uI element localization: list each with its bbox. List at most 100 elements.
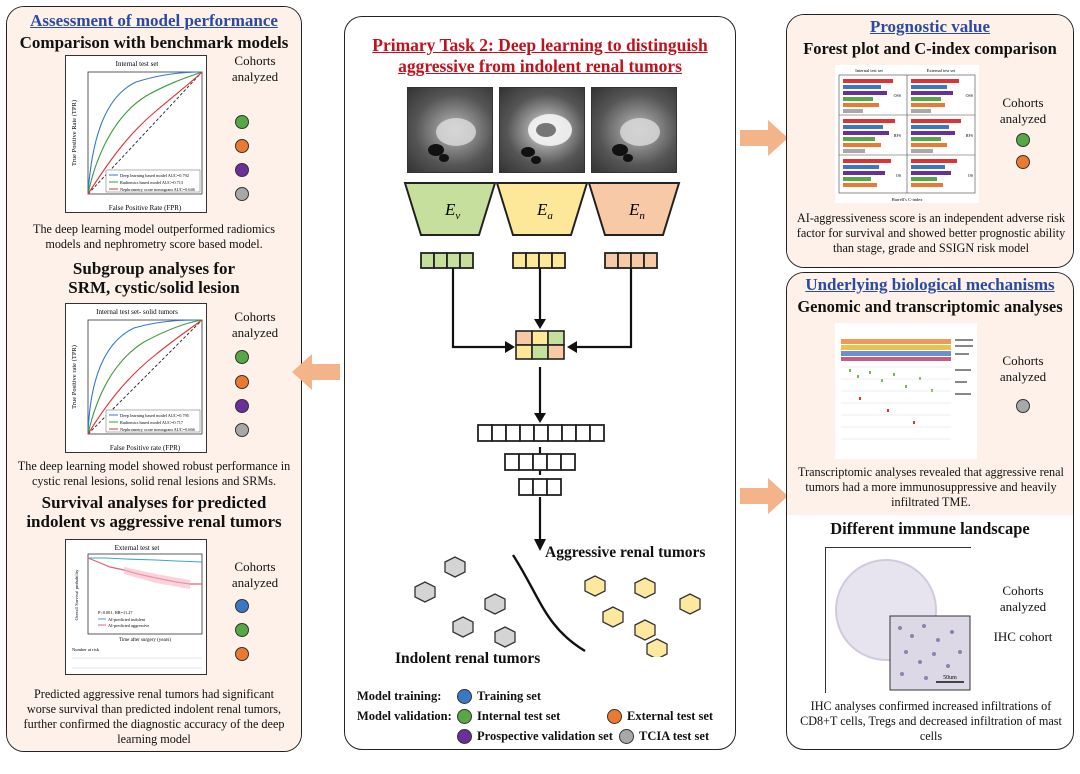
km-leg-1: AI-predicted indolent bbox=[108, 617, 146, 622]
roc2-curve-nephro bbox=[87, 319, 203, 435]
roc1-leg-2: Radiomics based model AUC=0.713 bbox=[120, 180, 183, 185]
roc1-leg-1: Deep learning based model AUC=0.792 bbox=[120, 173, 189, 178]
ct-image-nephrographic bbox=[591, 87, 677, 173]
roc1-curve-nephro bbox=[87, 71, 203, 195]
forest-label-os-r: OS bbox=[968, 173, 973, 178]
forest-label-oss-r: OSS bbox=[966, 93, 973, 98]
fusion-grid bbox=[515, 330, 565, 360]
ct-arterial-svg bbox=[521, 114, 572, 164]
sec1-dot-purple bbox=[235, 163, 249, 177]
km-title: External test set bbox=[115, 544, 160, 552]
roc1-xlabel: False Positive Rate (FPR) bbox=[109, 204, 182, 212]
roc2-ylabel: True Positive rate (TPR) bbox=[71, 345, 78, 409]
km-axes bbox=[87, 553, 203, 635]
forest-plot: Internal test set External test set bbox=[835, 65, 979, 203]
roc-svg-1: Internal test set Deep learning based mo… bbox=[71, 60, 203, 212]
legend-external-text: External test set bbox=[627, 709, 714, 723]
center-panel: Primary Task 2: Deep learning to disting… bbox=[344, 16, 736, 750]
forest-dot-green bbox=[1016, 133, 1030, 147]
right-top-panel: Prognostic value Forest plot and C-index… bbox=[786, 14, 1074, 268]
aggressive-label: Aggressive renal tumors bbox=[545, 544, 706, 561]
roc1-ylabel: True Positive Rate (TPR) bbox=[71, 100, 78, 166]
connector-arrowheads bbox=[505, 319, 577, 551]
ihc-inset bbox=[889, 615, 971, 691]
roc-chart-1: Internal test set Deep learning based mo… bbox=[65, 55, 207, 213]
legend-training-set: Training set bbox=[457, 689, 541, 704]
roc2-title: Internal test set- solid tumors bbox=[96, 308, 178, 316]
legend-dot-purple bbox=[457, 729, 472, 744]
oncoplot bbox=[835, 323, 977, 459]
indolent-hexagons bbox=[414, 556, 516, 648]
legend-prospective: Prospective validation set bbox=[457, 729, 613, 744]
legend-dot-orange bbox=[607, 709, 622, 724]
sec2-dot-gray bbox=[235, 423, 249, 437]
legend-tcia: TCIA test set bbox=[619, 729, 709, 744]
ct-venous-svg bbox=[428, 118, 476, 162]
encoder-n bbox=[587, 182, 681, 236]
oncoplot-svg bbox=[835, 323, 977, 459]
roc2-curve-radiomics bbox=[87, 319, 203, 435]
feature-vector-v bbox=[420, 252, 474, 269]
legend-prospective-text: Prospective validation set bbox=[477, 729, 613, 743]
forest-caption: AI-aggressiveness score is an independen… bbox=[796, 211, 1066, 255]
sec2-title: Subgroup analyses for SRM, cystic/solid … bbox=[68, 259, 240, 297]
ihc-svg: 50um bbox=[826, 548, 972, 694]
arrow-to-right-top bbox=[740, 120, 788, 156]
roc1-axes bbox=[87, 71, 203, 195]
onco-green-marks bbox=[849, 369, 933, 392]
sec1-dot-orange bbox=[235, 139, 249, 153]
dense-layer-1 bbox=[477, 424, 605, 442]
encoder-v bbox=[403, 182, 497, 236]
encoder-a bbox=[495, 182, 589, 236]
sec3-dot-green bbox=[235, 623, 249, 637]
roc2-curve-deep bbox=[87, 319, 203, 435]
ihc-cohorts-label: Cohorts analyzed bbox=[999, 583, 1047, 614]
onco-bar-1 bbox=[841, 339, 951, 344]
forest-header-external: External test set bbox=[927, 68, 956, 73]
km-xlabel: Time after surgery (years) bbox=[119, 638, 171, 643]
onco-bar-4 bbox=[841, 357, 951, 361]
roc1-title: Internal test set bbox=[116, 60, 159, 68]
encoder-v-label: Ev bbox=[444, 200, 460, 222]
roc2-leg-2: Radiomics based model AUC=0.717 bbox=[120, 420, 184, 425]
left-panel: Assessment of model performance Comparis… bbox=[6, 6, 302, 752]
classification-plot bbox=[414, 554, 701, 657]
km-leg-2: AI-predicted aggressive bbox=[108, 623, 149, 628]
sec1-cohorts-label: Cohorts analyzed bbox=[231, 53, 279, 84]
ihc-nuclei bbox=[898, 624, 962, 680]
sec1-dot-gray bbox=[235, 187, 249, 201]
sec2-dot-orange bbox=[235, 375, 249, 389]
km-chart: External test set P<0.001, HR=11.27 AI-p… bbox=[65, 539, 207, 675]
sec2-caption: The deep learning model showed robust pe… bbox=[17, 459, 291, 488]
mechanisms-title: Underlying biological mechanisms bbox=[805, 275, 1055, 294]
connector-lines bbox=[451, 268, 633, 539]
legend-external-test: External test set bbox=[607, 709, 713, 724]
assessment-title: Assessment of model performance bbox=[30, 11, 278, 30]
ihc-core-edge bbox=[835, 559, 937, 661]
sec3-dot-orange bbox=[235, 647, 249, 661]
center-title: Primary Task 2: Deep learning to disting… bbox=[372, 35, 708, 76]
legend-tcia-text: TCIA test set bbox=[639, 729, 710, 743]
forest-bars-right bbox=[911, 79, 961, 187]
roc-svg-2: Internal test set- solid tumors Deep lea… bbox=[71, 308, 203, 452]
onco-red-marks bbox=[859, 397, 915, 424]
sec2-cohorts-label: Cohorts analyzed bbox=[231, 309, 279, 340]
immune-subtitle: Different immune landscape bbox=[830, 519, 1030, 538]
dense-layer-3 bbox=[518, 478, 562, 496]
roc1-curve-radiomics bbox=[87, 71, 203, 195]
onco-side-annotations bbox=[955, 339, 973, 395]
forest-label-os-l: OS bbox=[896, 173, 901, 178]
ct-image-venous bbox=[407, 87, 493, 173]
roc2-xlabel: False Positive rate (FPR) bbox=[110, 444, 181, 452]
prognostic-title: Prognostic value bbox=[869, 17, 991, 36]
roc2-leg-3: Nephrometry score nomogram AUC=0.666 bbox=[120, 427, 196, 432]
encoder-n-label: En bbox=[628, 200, 645, 222]
ihc-caption: IHC analyses confirmed increased infiltr… bbox=[800, 699, 1062, 743]
forest-cohorts-label: Cohorts analyzed bbox=[999, 95, 1047, 126]
feature-vector-n bbox=[604, 252, 658, 269]
km-risk-title: Number at risk bbox=[72, 647, 100, 652]
legend-dot-green bbox=[457, 709, 472, 724]
onco-grid-lines bbox=[841, 366, 951, 440]
dense-layer-2 bbox=[504, 453, 576, 471]
ct-nephro-svg bbox=[612, 118, 660, 162]
